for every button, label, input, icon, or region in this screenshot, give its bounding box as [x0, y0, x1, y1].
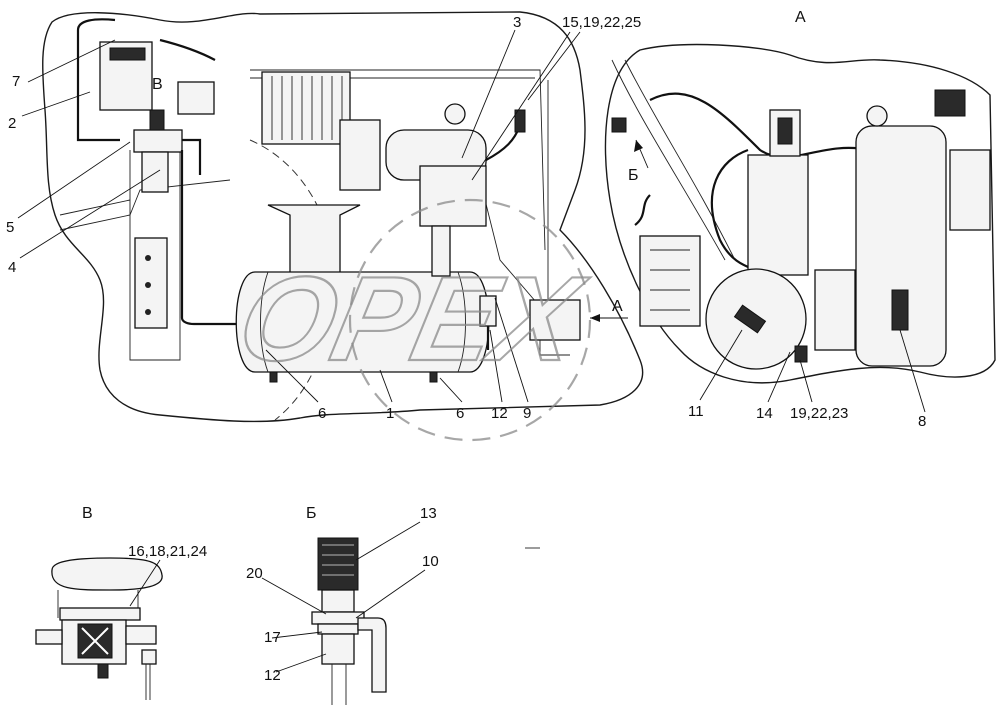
arrow-b-label: Б: [628, 167, 639, 184]
callout-6-right: 6: [456, 405, 464, 422]
callout-20: 20: [246, 565, 263, 582]
callout-9: 9: [523, 405, 531, 422]
callout-13: 13: [420, 505, 437, 522]
callout-14: 14: [756, 405, 773, 422]
arrow-a-label: А: [612, 298, 623, 315]
watermark-text: OPEX: [228, 251, 596, 385]
callout-group-15-19-22-25: 15,19,22,25: [562, 14, 641, 31]
detail-b-view: [311, 537, 387, 705]
detail-v-title: В: [82, 505, 93, 522]
vertical-receiver: [385, 103, 526, 277]
callout-7: 7: [12, 73, 20, 90]
detail-a-title: А: [795, 9, 806, 26]
air-receiver: [235, 271, 490, 383]
callout-6-left: 6: [318, 405, 326, 422]
callout-1: 1: [386, 405, 394, 422]
opex-watermark: OPEX: [227, 198, 597, 442]
callout-5: 5: [6, 219, 14, 236]
callout-10: 10: [422, 553, 439, 570]
callout-4: 4: [8, 259, 16, 276]
detail-v-view: [35, 557, 163, 700]
callout-group-16-18-21-24: 16,18,21,24: [128, 543, 207, 560]
detail-b-title: Б: [306, 505, 317, 522]
callout-3: 3: [513, 14, 521, 31]
main-view: [42, 11, 644, 423]
callout-group-19-22-23: 19,22,23: [790, 405, 848, 422]
arrow-v-label: В: [152, 76, 163, 93]
callout-12-detail: 12: [264, 667, 281, 684]
callout-labels: 7 2 5 4 В 3 15,19,22,25 А Б А 6 1 6 12 9…: [6, 9, 926, 684]
leader-lines: [17, 29, 926, 673]
callout-2: 2: [8, 115, 16, 132]
callout-12-main: 12: [491, 405, 508, 422]
callout-17: 17: [264, 629, 281, 646]
detail-a-receiver-end: [705, 268, 808, 370]
detail-a-tank: [855, 105, 947, 367]
callout-8: 8: [918, 413, 926, 430]
detail-a-view: [604, 43, 996, 384]
callout-11: 11: [688, 403, 704, 420]
control-valve: [133, 109, 202, 193]
